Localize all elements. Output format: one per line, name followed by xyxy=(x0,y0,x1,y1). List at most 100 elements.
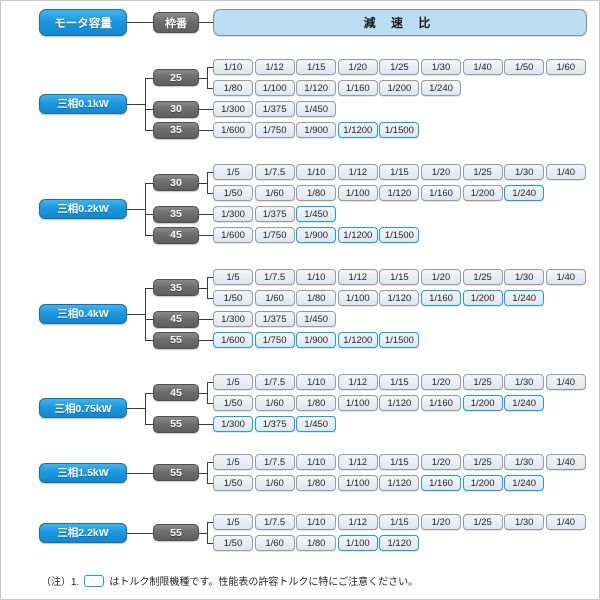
ratio-chip-highlighted[interactable]: 1/450 xyxy=(296,416,337,432)
ratio-chip[interactable]: 1/12 xyxy=(337,164,378,180)
ratio-chip-highlighted[interactable]: 1/1500 xyxy=(379,227,420,243)
ratio-chip[interactable]: 1/20 xyxy=(421,374,461,390)
ratio-chip[interactable]: 1/80 xyxy=(296,290,337,306)
ratio-chip[interactable]: 1/7.5 xyxy=(254,269,295,285)
ratio-chip[interactable]: 1/80 xyxy=(296,395,337,411)
ratio-chip[interactable]: 1/120 xyxy=(296,80,337,96)
ratio-chip[interactable]: 1/20 xyxy=(421,164,461,180)
ratio-chip-highlighted[interactable]: 1/375 xyxy=(254,416,295,432)
frame-number-box[interactable]: 45 xyxy=(153,310,199,328)
ratio-chip[interactable]: 1/50 xyxy=(504,59,545,75)
ratio-chip[interactable]: 1/300 xyxy=(213,206,253,222)
ratio-chip[interactable]: 1/5 xyxy=(213,374,253,390)
motor-capacity-box[interactable]: 三相0.1kW xyxy=(39,93,127,114)
ratio-chip[interactable]: 1/7.5 xyxy=(254,164,295,180)
ratio-chip[interactable]: 1/30 xyxy=(504,164,545,180)
ratio-chip[interactable]: 1/240 xyxy=(421,80,461,96)
ratio-chip[interactable]: 1/30 xyxy=(504,454,545,470)
ratio-chip[interactable]: 1/7.5 xyxy=(254,454,295,470)
ratio-chip[interactable]: 1/375 xyxy=(254,101,295,117)
ratio-chip[interactable]: 1/40 xyxy=(545,374,586,390)
ratio-chip[interactable]: 1/450 xyxy=(296,311,337,327)
ratio-chip[interactable]: 1/160 xyxy=(421,395,461,411)
motor-capacity-box[interactable]: 三相0.2kW xyxy=(39,198,127,219)
ratio-chip[interactable]: 1/10 xyxy=(296,269,337,285)
ratio-chip[interactable]: 1/5 xyxy=(213,514,253,530)
frame-number-box[interactable]: 30 xyxy=(153,174,199,191)
ratio-chip-highlighted[interactable]: 1/450 xyxy=(296,206,337,222)
ratio-chip[interactable]: 1/450 xyxy=(296,101,337,117)
ratio-chip-highlighted[interactable]: 1/200 xyxy=(462,395,503,411)
ratio-chip[interactable]: 1/80 xyxy=(296,475,337,491)
frame-number-box[interactable]: 30 xyxy=(153,100,199,118)
ratio-chip-highlighted[interactable]: 1/120 xyxy=(379,535,420,551)
ratio-chip[interactable]: 1/5 xyxy=(213,454,253,470)
ratio-chip[interactable]: 1/12 xyxy=(337,269,378,285)
ratio-chip[interactable]: 1/40 xyxy=(545,269,586,285)
ratio-chip[interactable]: 1/50 xyxy=(213,535,253,551)
ratio-chip[interactable]: 1/20 xyxy=(421,269,461,285)
ratio-chip[interactable]: 1/12 xyxy=(254,59,295,75)
ratio-chip[interactable]: 1/100 xyxy=(337,185,378,201)
ratio-chip-highlighted[interactable]: 1/1200 xyxy=(337,332,378,348)
ratio-chip[interactable]: 1/120 xyxy=(379,185,420,201)
ratio-chip[interactable]: 1/160 xyxy=(337,80,378,96)
ratio-chip[interactable]: 1/120 xyxy=(379,395,420,411)
ratio-chip[interactable]: 1/30 xyxy=(421,59,461,75)
ratio-chip[interactable]: 1/30 xyxy=(504,514,545,530)
ratio-chip[interactable]: 1/20 xyxy=(337,59,378,75)
ratio-chip-highlighted[interactable]: 1/1200 xyxy=(337,122,378,138)
ratio-chip[interactable]: 1/7.5 xyxy=(254,374,295,390)
ratio-chip[interactable]: 1/40 xyxy=(545,164,586,180)
frame-number-box[interactable]: 45 xyxy=(153,384,199,401)
ratio-chip[interactable]: 1/25 xyxy=(462,164,503,180)
ratio-chip[interactable]: 1/375 xyxy=(254,206,295,222)
ratio-chip[interactable]: 1/200 xyxy=(462,185,503,201)
ratio-chip[interactable]: 1/60 xyxy=(254,395,295,411)
ratio-chip-highlighted[interactable]: 1/200 xyxy=(462,290,503,306)
ratio-chip[interactable]: 1/200 xyxy=(379,80,420,96)
ratio-chip-highlighted[interactable]: 1/750 xyxy=(254,332,295,348)
ratio-chip-highlighted[interactable]: 1/900 xyxy=(296,332,337,348)
ratio-chip-highlighted[interactable]: 1/240 xyxy=(504,395,545,411)
ratio-chip[interactable]: 1/10 xyxy=(296,374,337,390)
frame-number-box[interactable]: 55 xyxy=(153,415,199,433)
ratio-chip[interactable]: 1/80 xyxy=(296,535,337,551)
ratio-chip[interactable]: 1/100 xyxy=(337,475,378,491)
ratio-chip[interactable]: 1/40 xyxy=(462,59,503,75)
frame-number-box[interactable]: 25 xyxy=(153,69,199,86)
ratio-chip[interactable]: 1/50 xyxy=(213,185,253,201)
ratio-chip[interactable]: 1/60 xyxy=(254,475,295,491)
ratio-chip[interactable]: 1/300 xyxy=(213,311,253,327)
frame-number-box[interactable]: 45 xyxy=(153,226,199,244)
ratio-chip[interactable]: 1/120 xyxy=(379,475,420,491)
ratio-chip[interactable]: 1/20 xyxy=(421,454,461,470)
ratio-chip[interactable]: 1/15 xyxy=(379,164,420,180)
ratio-chip[interactable]: 1/60 xyxy=(254,185,295,201)
ratio-chip[interactable]: 1/60 xyxy=(254,535,295,551)
frame-number-box[interactable]: 55 xyxy=(153,524,199,541)
ratio-chip[interactable]: 1/25 xyxy=(462,454,503,470)
ratio-chip[interactable]: 1/5 xyxy=(213,164,253,180)
frame-number-box[interactable]: 35 xyxy=(153,121,199,139)
ratio-chip[interactable]: 1/15 xyxy=(379,454,420,470)
ratio-chip[interactable]: 1/10 xyxy=(296,514,337,530)
ratio-chip[interactable]: 1/100 xyxy=(337,290,378,306)
ratio-chip[interactable]: 1/50 xyxy=(213,395,253,411)
ratio-chip[interactable]: 1/40 xyxy=(545,454,586,470)
ratio-chip-highlighted[interactable]: 1/240 xyxy=(504,290,545,306)
ratio-chip[interactable]: 1/10 xyxy=(213,59,253,75)
ratio-chip[interactable]: 1/80 xyxy=(213,80,253,96)
ratio-chip[interactable]: 1/80 xyxy=(296,185,337,201)
ratio-chip[interactable]: 1/10 xyxy=(296,164,337,180)
ratio-chip[interactable]: 1/25 xyxy=(462,514,503,530)
ratio-chip[interactable]: 1/600 xyxy=(213,227,253,243)
ratio-chip[interactable]: 1/120 xyxy=(379,290,420,306)
frame-number-box[interactable]: 55 xyxy=(153,331,199,349)
ratio-chip[interactable]: 1/60 xyxy=(545,59,586,75)
ratio-chip-highlighted[interactable]: 1/1200 xyxy=(337,227,378,243)
ratio-chip[interactable]: 1/25 xyxy=(462,374,503,390)
ratio-chip[interactable]: 1/100 xyxy=(337,395,378,411)
ratio-chip-highlighted[interactable]: 1/300 xyxy=(213,416,253,432)
motor-capacity-box[interactable]: 三相0.4kW xyxy=(39,303,127,324)
